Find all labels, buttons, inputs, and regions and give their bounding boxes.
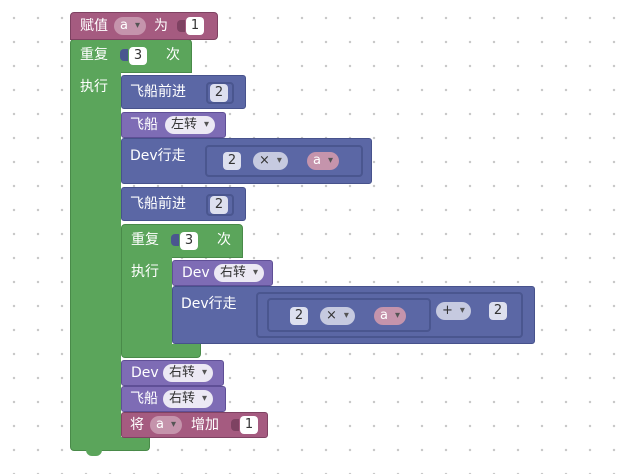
assign-variable-dropdown[interactable]: a [114,17,146,35]
dev-move-variable-dropdown[interactable]: a [307,152,339,170]
dev-move-num2-input[interactable]: 2 [489,302,507,320]
ship-forward-slot [206,82,234,104]
ship-turn-label: 飞船 [130,117,158,133]
increment-keyword: 将 [130,417,144,433]
dev-move-num-input[interactable]: 2 [223,152,241,170]
increment-action: 增加 [191,417,219,433]
dev-move-num-input[interactable]: 2 [290,307,308,325]
outer-repeat-footer [70,437,150,451]
dev-turn-direction-dropdown[interactable]: 右转 [163,364,214,382]
ship-forward-block-2[interactable]: 飞船前进 2 [121,187,246,221]
assign-keyword: 赋值 [80,18,108,34]
outer-repeat-notch [86,450,102,456]
inner-repeat-block[interactable]: 重复 3 次 [121,224,243,258]
repeat-count-socket [120,49,128,61]
outer-repeat-block[interactable]: 重复 3 次 [70,39,192,73]
dev-move-outer-slot [256,292,523,338]
dev-move-operator2-dropdown[interactable]: + [436,302,471,320]
increment-variable-dropdown[interactable]: a [150,416,182,434]
ship-turn-block-right[interactable]: 飞船 右转 [121,386,226,412]
repeat-count-input[interactable]: 3 [129,47,147,65]
ship-forward-label: 飞船前进 [130,196,186,212]
increment-value-socket [231,419,239,431]
dev-turn-label: Dev [182,265,210,281]
repeat-do-label: 执行 [80,79,108,95]
repeat-unit: 次 [166,47,180,63]
increment-value-input[interactable]: 1 [240,416,258,434]
dev-move-block-2[interactable]: Dev行走 2 × a + 2 [172,286,535,344]
ship-turn-block[interactable]: 飞船 左转 [121,112,226,138]
assign-to-label: 为 [154,18,168,34]
repeat-count-input[interactable]: 3 [180,232,198,250]
assign-value-input[interactable]: 1 [186,17,204,35]
assign-value-socket [177,20,185,32]
inner-repeat-spine: 执行 [121,257,172,347]
dev-move-label: Dev行走 [181,296,237,312]
dev-turn-block-inner[interactable]: Dev 右转 [172,260,273,286]
ship-forward-label: 飞船前进 [130,84,186,100]
dev-move-inner-slot [267,298,431,332]
dev-move-expression-slot [205,145,363,177]
dev-turn-label: Dev [131,365,159,381]
repeat-keyword: 重复 [80,47,108,63]
ship-turn-direction-dropdown[interactable]: 右转 [163,390,214,408]
dev-turn-direction-dropdown[interactable]: 右转 [214,264,265,282]
ship-turn-direction-dropdown[interactable]: 左转 [165,116,216,134]
dev-move-block-1[interactable]: Dev行走 2 × a [121,138,372,184]
ship-forward-input[interactable]: 2 [210,84,228,102]
ship-turn-label: 飞船 [130,391,158,407]
repeat-count-socket [171,234,179,246]
outer-repeat-spine: 执行 [70,72,121,440]
repeat-keyword: 重复 [131,232,159,248]
inner-repeat-footer [121,344,201,358]
assign-variable-block[interactable]: 赋值 a 为 1 [70,12,218,40]
dev-move-label: Dev行走 [130,148,186,164]
dev-turn-block-outer[interactable]: Dev 右转 [121,360,224,386]
ship-forward-slot [206,194,234,216]
ship-forward-block-1[interactable]: 飞船前进 2 [121,75,246,109]
dev-move-operator-dropdown[interactable]: × [320,307,355,325]
increment-variable-block[interactable]: 将 a 增加 1 [121,412,268,438]
repeat-do-label: 执行 [131,264,159,280]
dev-move-variable-dropdown[interactable]: a [374,307,406,325]
ship-forward-input[interactable]: 2 [210,196,228,214]
repeat-unit: 次 [217,232,231,248]
dev-move-operator-dropdown[interactable]: × [253,152,288,170]
